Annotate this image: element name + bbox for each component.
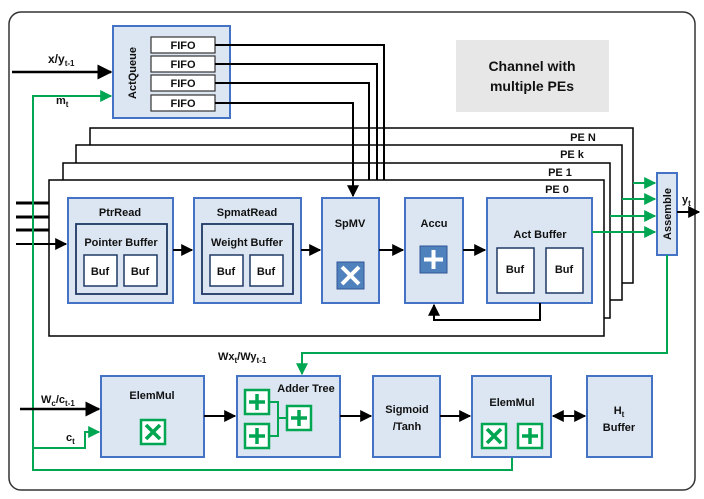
ptrread-buf-1: Buf [91, 266, 110, 278]
assemble-feedback-wire [296, 255, 668, 376]
multiply-icon [336, 261, 365, 290]
sigmoid-line2: /Tanh [393, 421, 422, 433]
callout-line2: multiple PEs [490, 78, 574, 94]
sigmoid-line1: Sigmoid [385, 404, 428, 416]
hbuffer-block: Ht Buffer [586, 375, 653, 458]
pe-1-label: PE 1 [548, 167, 572, 179]
multiply-icon-green-2 [480, 422, 508, 450]
elemmul-2-title: ElemMul [489, 397, 534, 409]
spmatread-buf-1: Buf [217, 266, 236, 278]
pe-n-label: PE N [570, 132, 596, 144]
spmatread-buf-2: Buf [257, 266, 276, 278]
output-y-label: yt [682, 194, 691, 208]
add-icon-green-1 [243, 388, 271, 416]
elemmul-1-block: ElemMul [100, 375, 205, 458]
m-loop-wire [32, 90, 513, 471]
elemmul-1-title: ElemMul [129, 390, 174, 402]
ptrread-buf-2: Buf [131, 266, 150, 278]
add-icon [419, 245, 448, 274]
pe-output-arrows [592, 177, 657, 238]
weight-buffer-label: Weight Buffer [211, 237, 284, 249]
input-x-label: x/yt-1 [48, 52, 75, 68]
callout-line1: Channel with [488, 58, 575, 74]
actqueue-label: ActQueue [127, 47, 139, 99]
spmv-title: SpMV [335, 218, 366, 230]
addertree-title: Adder Tree [277, 383, 334, 395]
input-w-label: Wc/ct-1 [41, 394, 75, 408]
add-icon-green-3 [285, 404, 313, 432]
pe-internal-arrows [173, 244, 541, 321]
channel-callout: Channel with multiple PEs [456, 40, 609, 112]
fifo-2-label: FIFO [170, 59, 195, 71]
actbuffer-buf-2: Buf [555, 264, 574, 276]
assemble-label: Assemble [662, 188, 674, 240]
fifo-routing [215, 44, 385, 198]
actbuffer-title: Act Buffer [513, 229, 567, 241]
pe-k-label: PE k [560, 149, 585, 161]
spmatread-block: SpmatRead Weight Buffer Buf Buf [193, 197, 302, 304]
multiply-icon-green [139, 418, 167, 446]
accu-block: Accu [404, 197, 464, 304]
pe-0-label: PE 0 [545, 184, 569, 196]
actbuffer-buf-1: Buf [506, 264, 525, 276]
assemble-block: Assemble [656, 172, 678, 256]
spmatread-title: SpmatRead [217, 207, 278, 219]
add-icon-green-4 [516, 422, 544, 450]
ptrread-title: PtrRead [99, 207, 141, 219]
input-c-label: ct [66, 432, 75, 446]
fifo-1-label: FIFO [170, 40, 195, 52]
bottom-row-arrows [20, 401, 587, 422]
add-icon-green-2 [243, 422, 271, 450]
spmv-block: SpMV [321, 197, 380, 304]
fifo-3-label: FIFO [170, 78, 195, 90]
accu-title: Accu [421, 218, 448, 230]
pointer-buffer-label: Pointer Buffer [84, 237, 158, 249]
elemmul-2-block: ElemMul [471, 375, 552, 458]
input-c-arrow [58, 426, 101, 449]
sigmoid-block: Sigmoid /Tanh [372, 375, 441, 458]
fifo-4-label: FIFO [170, 98, 195, 110]
actqueue: ActQueue FIFO FIFO FIFO FIFO [112, 25, 231, 119]
actbuffer-block: Act Buffer Buf Buf [486, 197, 593, 304]
input-m-label: mt [56, 95, 69, 109]
wx-label: Wxt/Wyt-1 [218, 351, 267, 365]
hbuffer-line1: Ht [614, 405, 625, 419]
ptrread-block: PtrRead Pointer Buffer Buf Buf [67, 197, 174, 304]
hbuffer-line2: Buffer [603, 422, 636, 434]
addertree-block: Adder Tree [236, 375, 341, 458]
